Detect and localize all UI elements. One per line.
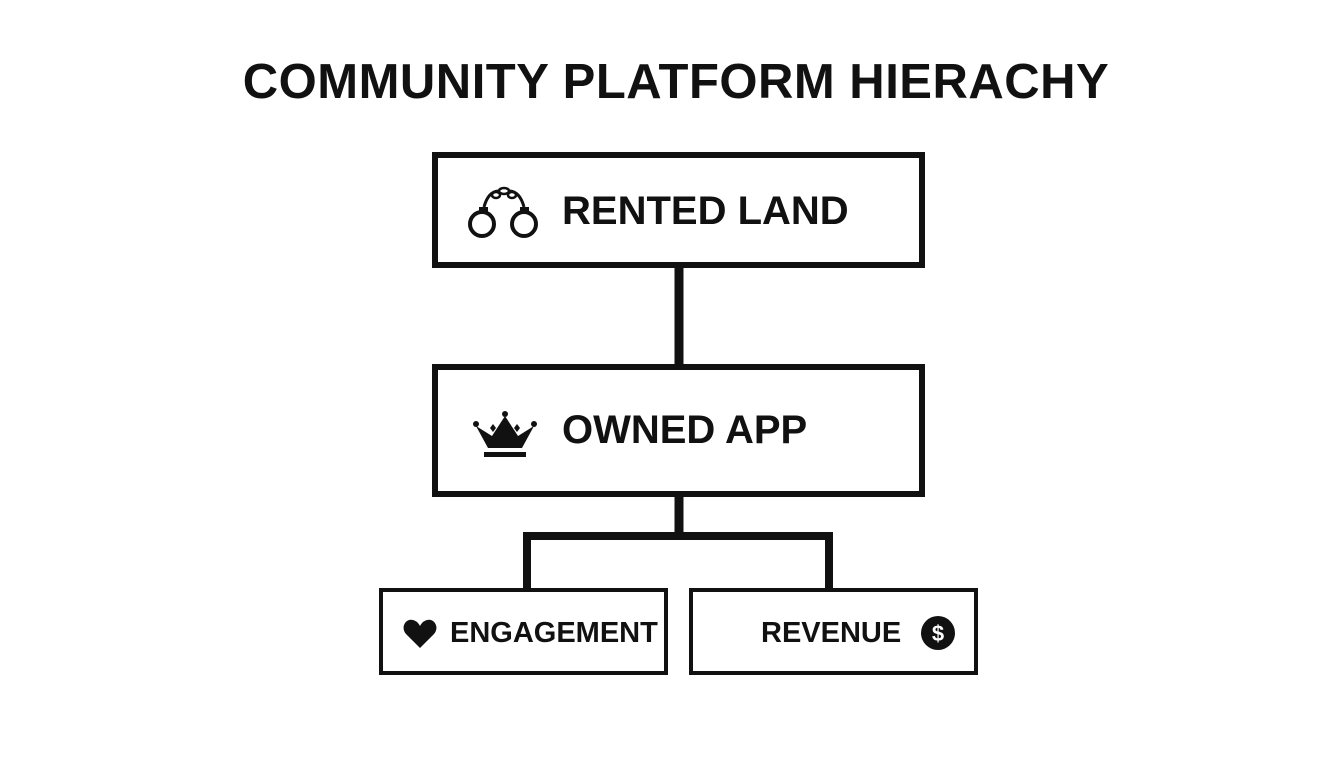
node-owned-app: OWNED APP [432,364,925,497]
node-label: ENGAGEMENT [450,617,658,649]
crown-icon [473,411,537,457]
node-label: OWNED APP [562,408,808,452]
node-rented-land: RENTED LAND [432,152,925,268]
handcuffs-icon [468,186,538,238]
node-revenue: REVENUE $ [689,588,978,675]
node-engagement: ENGAGEMENT [379,588,668,675]
edge-branch-split [523,532,833,590]
svg-text:$: $ [932,621,944,646]
node-label: RENTED LAND [562,189,849,233]
heart-icon [403,619,437,648]
node-label: REVENUE [761,617,902,649]
diagram-title: COMMUNITY PLATFORM HIERACHY [242,55,1110,109]
dollar-coin-icon: $ [921,616,955,650]
